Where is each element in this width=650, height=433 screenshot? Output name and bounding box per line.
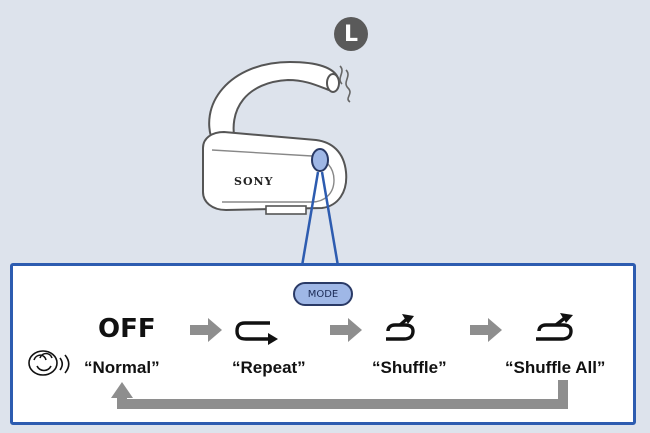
callout-line-left [300,171,320,267]
brand-logo: SONY [234,175,274,188]
forward-arrow [330,318,362,342]
body-tab [265,205,307,215]
label-normal: “Normal” [84,358,160,377]
vibration-mark [345,69,351,103]
repeat-icon [235,321,270,341]
label-repeat: “Repeat” [232,358,306,377]
hook-tip [326,73,340,93]
vibration-mark [339,65,343,85]
device-mode-button [311,148,329,172]
label-shuffle-all: “Shuffle All” [505,358,606,377]
off-label: OFF [98,314,156,344]
label-shuffle: “Shuffle” [372,358,447,377]
voice-speaking-icon [28,350,70,376]
return-arrowhead [111,382,133,398]
left-side-badge: L [334,17,368,51]
repeat-arrowhead [268,333,278,345]
mode-button[interactable]: MODE [293,282,353,306]
callout-line-right [320,171,340,267]
shuffle-arrowhead [402,314,414,324]
shuffle-all-arrowhead [560,313,573,323]
forward-arrow [190,318,222,342]
return-arrow-path [117,380,568,409]
forward-arrow [470,318,502,342]
